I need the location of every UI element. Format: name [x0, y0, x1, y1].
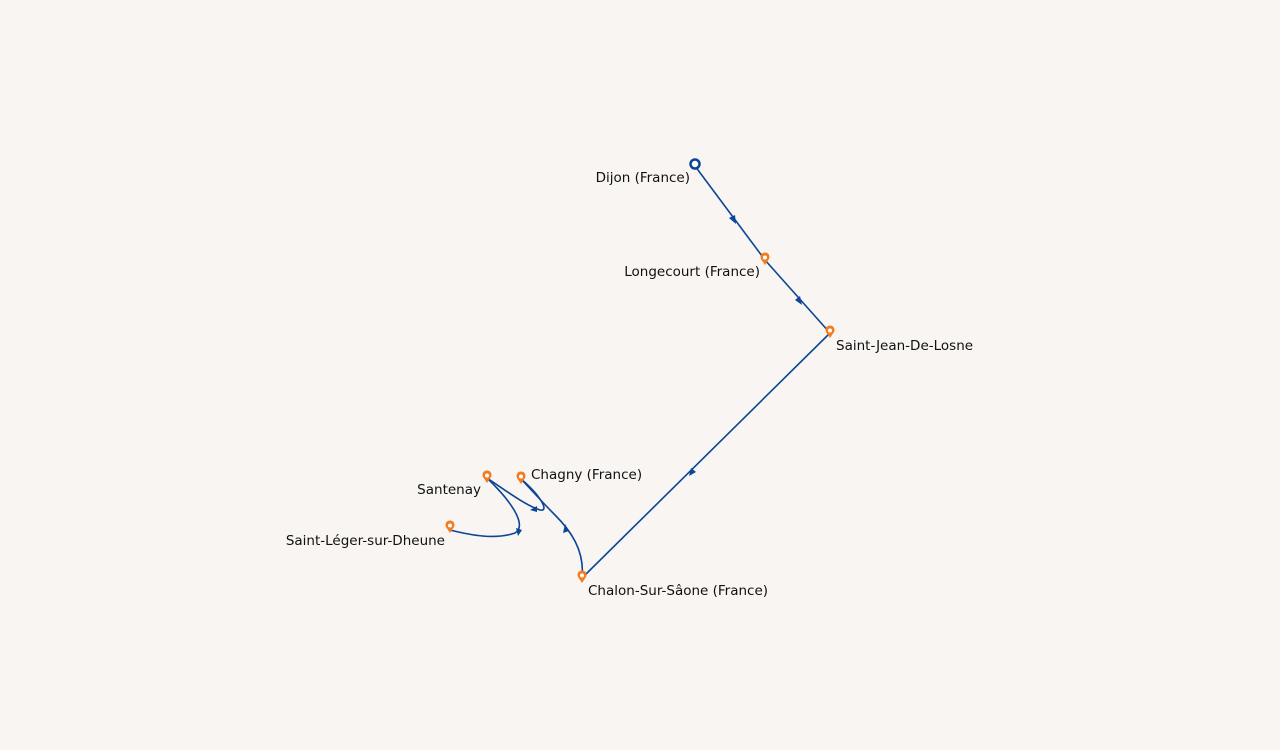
- route-segment-santenay-saint-leger: [449, 477, 521, 538]
- route-segment-dijon-longecourt: [694, 165, 766, 261]
- stop-label-saint-leger: Saint-Léger-sur-Dheune: [285, 533, 445, 549]
- direction-arrow: [795, 296, 802, 305]
- map-pin-icon[interactable]: [577, 570, 587, 583]
- stop-label-chagny: Chagny (France): [531, 467, 643, 483]
- stop-label-santenay: Santenay: [417, 482, 481, 498]
- route-segment-chagny-santenay: [486, 477, 545, 511]
- route-segment-chalon-chagny: [520, 478, 584, 579]
- stop-label-longecourt: Longecourt (France): [624, 264, 760, 280]
- direction-arrow: [689, 468, 696, 476]
- map-pin-icon[interactable]: [825, 325, 835, 338]
- stop-label-dijon: Dijon (France): [595, 170, 690, 186]
- route-segment-longecourt-saint-jean: [764, 259, 831, 334]
- map-pin-icon[interactable]: [760, 252, 770, 265]
- stop-label-saint-jean-de-losne: Saint-Jean-De-Losne: [836, 338, 974, 354]
- direction-arrow: [530, 506, 537, 512]
- route-segment-saint-jean-chalon: [581, 332, 831, 579]
- origin-pin-icon[interactable]: [689, 158, 701, 170]
- stop-label-chalon: Chalon-Sur-Sâone (France): [588, 583, 769, 599]
- map-pin-icon[interactable]: [445, 520, 455, 533]
- map-pin-icon[interactable]: [516, 471, 526, 484]
- direction-arrow: [729, 215, 736, 224]
- map-pin-icon[interactable]: [482, 470, 492, 483]
- direction-arrow: [516, 528, 522, 536]
- direction-arrow: [563, 524, 569, 533]
